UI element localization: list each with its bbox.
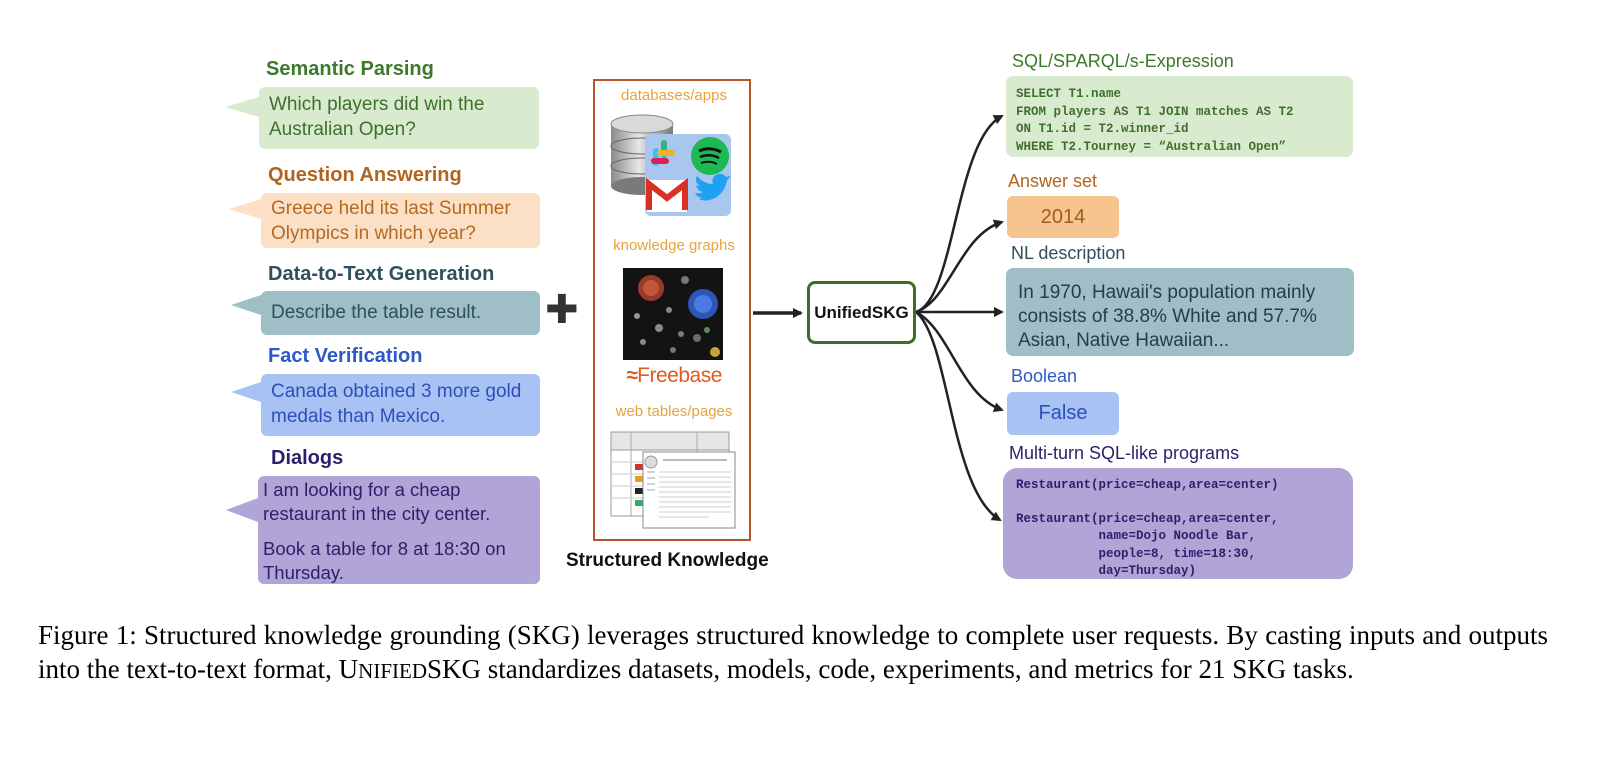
output-sql-box: SELECT T1.name FROM players AS T1 JOIN m…	[1006, 76, 1353, 157]
figure-caption: Figure 1: Structured knowledge grounding…	[38, 618, 1548, 688]
task-bubble-question-answering: Greece held its last Summer Olympics in …	[229, 193, 540, 248]
structured-knowledge-title: Structured Knowledge	[566, 550, 769, 571]
sql-line-4: WHERE T2.Tourney = “Australian Open”	[1016, 139, 1287, 154]
output-label-sql: SQL/SPARQL/s-Expression	[1012, 51, 1234, 71]
dialog-turn-1: I am looking for a cheap restaurant in t…	[263, 479, 491, 524]
program-turn-2-line-4: day=Thursday)	[1016, 564, 1197, 578]
task-title-question-answering: Question Answering	[268, 164, 462, 186]
sk-label-web-tables: web tables/pages	[615, 403, 733, 420]
twitter-icon	[695, 173, 731, 201]
task-title-semantic-parsing: Semantic Parsing	[266, 58, 434, 80]
sk-label-databases: databases/apps	[621, 87, 727, 104]
freebase-icon: ≈	[626, 364, 638, 387]
structured-knowledge-box	[593, 79, 751, 541]
sk-label-knowledge-graphs: knowledge graphs	[613, 237, 735, 254]
task-title-data-to-text: Data-to-Text Generation	[268, 263, 495, 285]
task-bubble-fact-verification: Canada obtained 3 more gold medals than …	[231, 374, 540, 436]
program-turn-2-line-1: Restaurant(price=cheap,area=center,	[1016, 511, 1279, 526]
output-label-boolean: Boolean	[1011, 366, 1078, 386]
caption-name-rest: SKG	[427, 654, 482, 684]
task-bubble-semantic-parsing: Which players did win the Australian Ope…	[225, 87, 539, 149]
freebase-logo: ≈Freebase	[626, 364, 722, 387]
output-nl-box: In 1970, Hawaii's population mainly cons…	[1006, 268, 1354, 356]
caption-part-2: standardizes datasets, models, code, exp…	[481, 654, 1354, 684]
program-turn-1: Restaurant(price=cheap,area=center)	[1016, 478, 1279, 492]
caption-name-first: U	[338, 654, 359, 684]
knowledge-graph-image	[623, 268, 723, 360]
answer-value: 2014	[1040, 205, 1086, 228]
dialog-turn-2: Book a table for 8 at 18:30 on Thursday.	[263, 538, 506, 583]
task-text-semantic-parsing: Which players did win the Australian Ope…	[259, 87, 539, 149]
task-bubble-dialogs: I am looking for a cheap restaurant in t…	[226, 476, 540, 584]
nl-description-text: In 1970, Hawaii's population mainly cons…	[1018, 282, 1317, 351]
sql-line-2: FROM players AS T1 JOIN matches AS T2	[1016, 104, 1294, 119]
task-text-fact-verification: Canada obtained 3 more gold medals than …	[261, 374, 540, 436]
database-apps-icon	[610, 114, 731, 216]
task-text-data-to-text: Describe the table result.	[261, 291, 540, 335]
task-title-fact-verification: Fact Verification	[268, 345, 423, 367]
output-boolean-box: False	[1007, 392, 1119, 435]
output-label-multiturn: Multi-turn SQL-like programs	[1009, 443, 1240, 463]
output-answer-box: 2014	[1007, 196, 1119, 238]
spotify-icon	[691, 137, 729, 175]
sql-line-1: SELECT T1.name	[1016, 87, 1122, 101]
task-text-question-answering: Greece held its last Summer Olympics in …	[261, 193, 540, 248]
slack-icon	[651, 140, 675, 166]
web-table-page-image	[610, 431, 736, 529]
caption-part-1: Figure 1: Structured knowledge grounding…	[38, 620, 1548, 684]
output-label-answer-set: Answer set	[1008, 171, 1098, 191]
output-label-nl-description: NL description	[1011, 243, 1126, 263]
program-turn-2-line-3: people=8, time=18:30,	[1016, 546, 1257, 561]
unifiedskg-model-box: UnifiedSKG	[807, 281, 916, 344]
unifiedskg-model-label: UnifiedSKG	[814, 302, 909, 322]
caption-name-smallcaps: NIFIED	[358, 659, 427, 683]
sql-line-3: ON T1.id = T2.winner_id	[1016, 122, 1189, 136]
gmail-icon	[646, 177, 688, 212]
plus-icon: ✚	[545, 288, 579, 332]
task-title-dialogs: Dialogs	[271, 447, 344, 469]
boolean-value: False	[1038, 402, 1088, 424]
connector-arrows	[753, 114, 1004, 522]
output-multiturn-box: Restaurant(price=cheap,area=center) Rest…	[1003, 468, 1353, 579]
task-bubble-data-to-text: Describe the table result.	[231, 291, 540, 335]
program-turn-2-line-2: name=Dojo Noodle Bar,	[1016, 529, 1257, 543]
